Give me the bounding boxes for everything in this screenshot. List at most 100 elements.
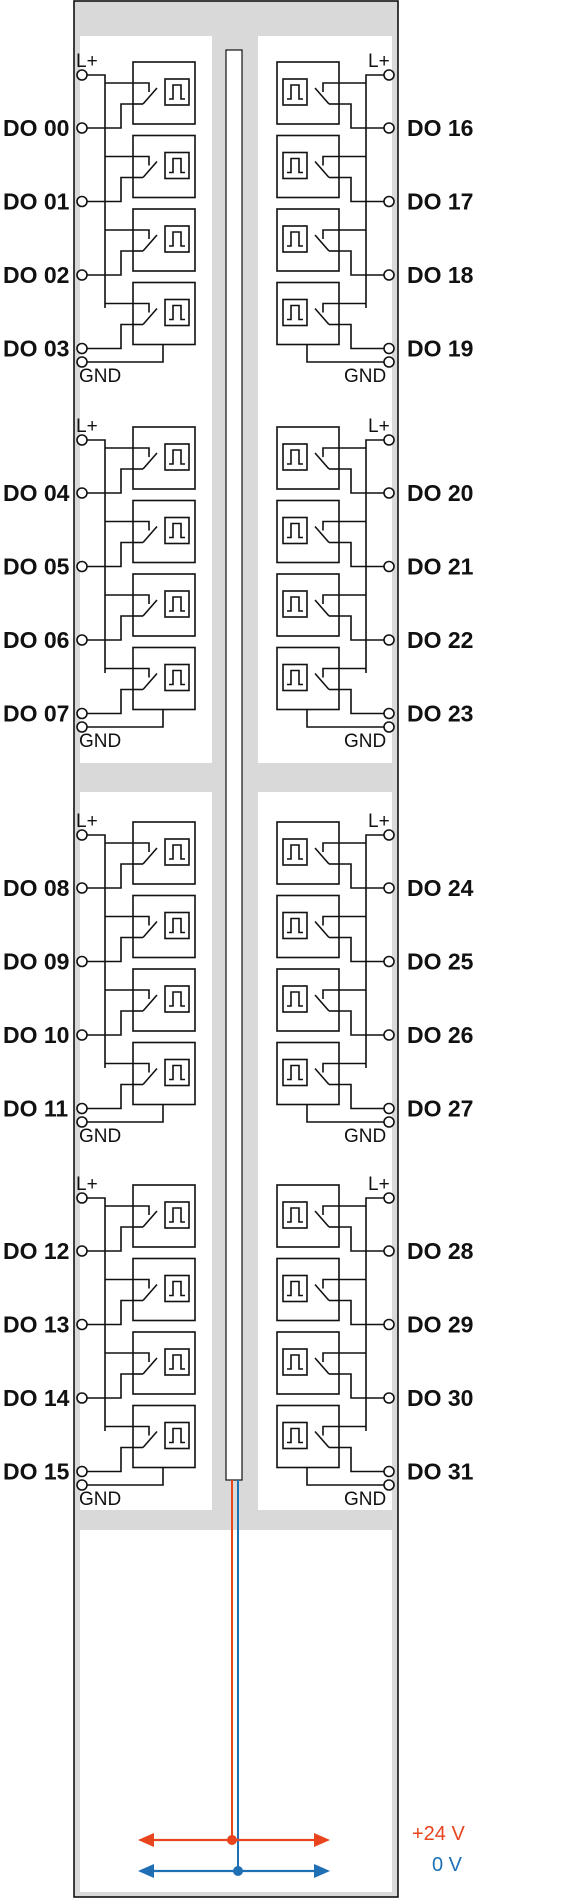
channel-label: DO 02 bbox=[3, 262, 69, 288]
switch-icon bbox=[322, 915, 339, 926]
switch-icon bbox=[322, 229, 339, 239]
square-pulse-icon bbox=[169, 304, 185, 321]
square-pulse-icon bbox=[287, 991, 303, 1007]
switch-icon bbox=[322, 155, 339, 166]
junction-dot bbox=[233, 1866, 243, 1876]
terminal-circle-icon bbox=[383, 707, 395, 720]
terminal-circle-icon bbox=[383, 487, 395, 499]
terminal-circle-icon bbox=[383, 560, 395, 573]
switch-icon bbox=[322, 842, 339, 852]
terminal-circle-icon bbox=[383, 269, 395, 281]
square-pulse-icon bbox=[282, 1058, 308, 1087]
square-pulse-icon bbox=[282, 911, 308, 940]
double-arrow-icon bbox=[138, 1833, 154, 1847]
gnd-wire bbox=[87, 344, 164, 363]
output-wire bbox=[87, 615, 133, 641]
square-pulse-icon bbox=[282, 985, 308, 1013]
switch-icon bbox=[322, 82, 339, 92]
terminal-circle-icon bbox=[383, 721, 395, 733]
terminal-circle-icon bbox=[383, 1102, 395, 1115]
switch-icon bbox=[133, 594, 150, 604]
square-pulse-icon bbox=[164, 911, 190, 940]
supply-bus: +24 V0 V bbox=[138, 1480, 465, 1878]
center-channel bbox=[225, 49, 243, 1481]
channel-label: DO 14 bbox=[3, 1385, 70, 1411]
terminal-circle-icon bbox=[76, 1465, 88, 1478]
channel-label: DO 27 bbox=[407, 1096, 473, 1122]
terminal-circle-icon bbox=[76, 1479, 88, 1491]
output-wire bbox=[87, 176, 133, 203]
channel-label: DO 24 bbox=[407, 875, 474, 901]
output-wire bbox=[87, 1446, 133, 1473]
switch-icon bbox=[142, 1283, 158, 1302]
square-pulse-icon bbox=[287, 157, 303, 174]
switch-icon bbox=[322, 1062, 339, 1073]
switch-icon bbox=[322, 989, 339, 999]
switch-icon bbox=[133, 1062, 150, 1073]
terminal-circle-icon bbox=[383, 829, 395, 841]
switch-icon bbox=[142, 234, 158, 252]
square-pulse-icon bbox=[287, 1207, 303, 1223]
channel-label: DO 19 bbox=[407, 336, 473, 362]
lplus-label: L+ bbox=[368, 811, 390, 832]
square-pulse-icon bbox=[164, 663, 190, 692]
gnd-wire bbox=[306, 709, 384, 728]
square-pulse-icon bbox=[169, 84, 185, 100]
terminal-circle-icon bbox=[76, 342, 88, 355]
channel-label: DO 18 bbox=[407, 262, 474, 288]
output-wire bbox=[87, 103, 133, 129]
square-pulse-icon bbox=[169, 231, 185, 247]
terminal-circle-icon bbox=[76, 1392, 88, 1404]
output-wire bbox=[339, 103, 384, 129]
output-wire bbox=[339, 1446, 384, 1473]
channel-label: DO 15 bbox=[3, 1459, 70, 1485]
output-wire bbox=[339, 1010, 384, 1036]
terminal-circle-icon bbox=[76, 1318, 88, 1331]
switch-icon bbox=[133, 82, 150, 92]
output-wire bbox=[87, 250, 133, 276]
square-pulse-icon bbox=[169, 1427, 185, 1444]
square-pulse-icon bbox=[287, 844, 303, 860]
channel-label: DO 20 bbox=[407, 480, 473, 506]
switch-icon bbox=[142, 599, 158, 617]
terminal-circle-icon bbox=[383, 1392, 395, 1404]
output-wire bbox=[87, 936, 133, 963]
switch-icon bbox=[133, 915, 150, 926]
switch-icon bbox=[314, 1430, 330, 1449]
switch-icon bbox=[314, 1067, 330, 1086]
channel-label: DO 17 bbox=[407, 189, 473, 215]
lplus-label: L+ bbox=[76, 811, 98, 832]
square-pulse-icon bbox=[287, 1280, 303, 1297]
switch-icon bbox=[133, 842, 150, 852]
square-pulse-icon bbox=[164, 1348, 190, 1376]
gnd-wire bbox=[306, 1104, 384, 1123]
gnd-wire bbox=[87, 709, 164, 728]
square-pulse-icon bbox=[282, 838, 308, 866]
switch-icon bbox=[142, 847, 158, 865]
terminal-circle-icon bbox=[383, 69, 395, 81]
switch-icon bbox=[322, 594, 339, 604]
channel-label: DO 22 bbox=[407, 627, 473, 653]
square-pulse-icon bbox=[169, 1064, 185, 1081]
output-wire bbox=[339, 176, 384, 203]
zero-volt-label: 0 V bbox=[432, 1854, 463, 1876]
terminal-circle-icon bbox=[383, 1465, 395, 1478]
square-pulse-icon bbox=[169, 991, 185, 1007]
square-pulse-icon bbox=[282, 443, 308, 471]
output-wire bbox=[339, 250, 384, 276]
double-arrow-icon bbox=[314, 1833, 330, 1847]
channel-label: DO 05 bbox=[3, 554, 70, 580]
terminal-circle-icon bbox=[76, 69, 88, 81]
gnd-label: GND bbox=[79, 731, 121, 752]
square-pulse-icon bbox=[164, 151, 190, 180]
output-wire bbox=[87, 541, 133, 568]
terminal-circle-icon bbox=[383, 356, 395, 368]
channel-label: DO 11 bbox=[3, 1096, 68, 1122]
terminal-circle-icon bbox=[383, 122, 395, 134]
output-wire bbox=[87, 323, 133, 350]
square-pulse-icon bbox=[287, 522, 303, 539]
square-pulse-icon bbox=[282, 1421, 308, 1450]
